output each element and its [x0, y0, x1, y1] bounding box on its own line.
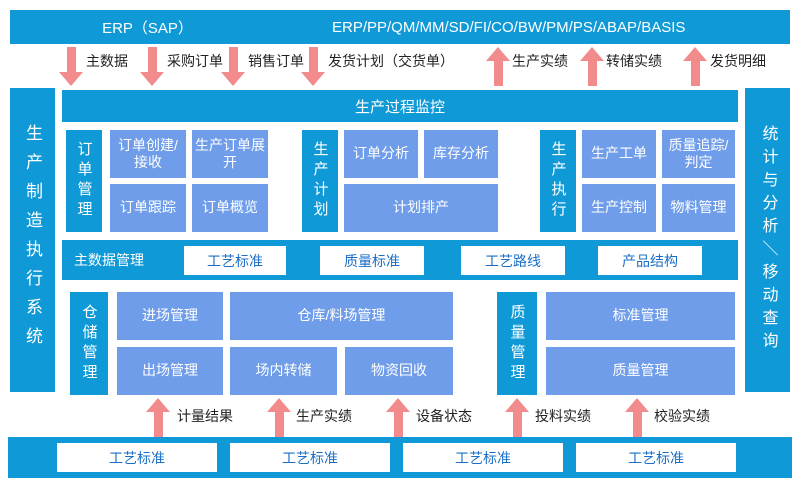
- module-production-order-expand: 生产订单展开: [192, 130, 268, 178]
- master-box-product-structure: 产品结构: [598, 246, 702, 275]
- process-monitor-bar: 生产过程监控: [62, 90, 738, 122]
- module-quality-management: 质量管理: [546, 347, 735, 395]
- flow-label-delivery-plan: 发货计划（交货单）: [328, 53, 454, 69]
- up-arrow-icon: [146, 398, 170, 438]
- master-box-process-route: 工艺路线: [461, 246, 565, 275]
- bottom-box-process-standard-3: 工艺标准: [403, 443, 563, 472]
- erp-sap-label: ERP（SAP）: [102, 19, 193, 37]
- up-arrow-icon: [486, 47, 510, 86]
- left-sidebar-label: 生产制造执行系统: [23, 124, 42, 356]
- right-sidebar-label: 统计与分析＼移动查询: [759, 125, 777, 355]
- flow-label-measurement-results: 计量结果: [177, 408, 233, 424]
- module-material-management: 物料管理: [662, 184, 735, 232]
- up-arrow-icon: [683, 47, 707, 86]
- down-arrow-icon: [301, 47, 325, 86]
- right-sidebar-statistics: 统计与分析＼移动查询: [745, 88, 790, 392]
- module-entry-management: 进场管理: [117, 292, 223, 340]
- module-quality-trace-judge: 质量追踪/判定: [662, 130, 735, 178]
- master-box-quality-standard: 质量标准: [320, 246, 424, 275]
- module-inventory-analysis: 库存分析: [424, 130, 498, 178]
- bottom-strip: 工艺标准 工艺标准 工艺标准 工艺标准: [8, 437, 792, 478]
- module-order-tracking: 订单跟踪: [110, 184, 186, 232]
- group-label-order-management: 订单管理: [66, 130, 102, 232]
- down-arrow-icon: [221, 47, 245, 86]
- group-label-warehouse-management: 仓储管理: [70, 292, 108, 395]
- flow-label-calibration-results: 校验实绩: [654, 408, 710, 424]
- module-order-create-receive: 订单创建/接收: [110, 130, 186, 178]
- up-arrow-icon: [505, 398, 529, 438]
- up-arrow-icon: [267, 398, 291, 438]
- module-exit-management: 出场管理: [117, 347, 223, 395]
- bottom-box-process-standard-1: 工艺标准: [57, 443, 217, 472]
- module-warehouse-yard-management: 仓库/料场管理: [230, 292, 453, 340]
- down-arrow-icon: [59, 47, 83, 86]
- flow-label-equipment-status: 设备状态: [416, 408, 472, 424]
- bottom-box-process-standard-4: 工艺标准: [576, 443, 736, 472]
- module-production-control: 生产控制: [582, 184, 656, 232]
- module-material-recycling: 物资回收: [345, 347, 453, 395]
- flow-label-transfer-results: 转储实绩: [606, 53, 662, 69]
- flow-label-shipping-details: 发货明细: [710, 53, 766, 69]
- flow-label-feeding-results: 投料实绩: [535, 408, 591, 424]
- group-label-quality-management: 质量管理: [497, 292, 537, 395]
- master-data-strip: 主数据管理 工艺标准 质量标准 工艺路线 产品结构: [62, 240, 738, 280]
- down-arrow-icon: [140, 47, 164, 86]
- flow-label-master-data: 主数据: [86, 53, 128, 69]
- up-arrow-icon: [580, 47, 604, 86]
- module-order-overview: 订单概览: [192, 184, 268, 232]
- module-plan-scheduling: 计划排产: [344, 184, 498, 232]
- group-label-production-execution: 生产执行: [540, 130, 576, 232]
- master-data-label: 主数据管理: [74, 252, 144, 268]
- erp-modules-label: ERP/PP/QM/MM/SD/FI/CO/BW/PM/PS/ABAP/BASI…: [332, 18, 686, 36]
- flow-label-production-results: 生产实绩: [296, 408, 352, 424]
- up-arrow-icon: [386, 398, 410, 438]
- flow-label-production-results: 生产实绩: [512, 53, 568, 69]
- up-arrow-icon: [625, 398, 649, 438]
- flow-label-sales-order: 销售订单: [248, 53, 304, 69]
- module-internal-transfer: 场内转储: [230, 347, 337, 395]
- left-sidebar-mes: 生产制造执行系统: [10, 88, 55, 392]
- group-label-production-planning: 生产计划: [302, 130, 338, 232]
- module-order-analysis: 订单分析: [344, 130, 418, 178]
- module-standard-management: 标准管理: [546, 292, 735, 340]
- module-production-work-order: 生产工单: [582, 130, 656, 178]
- erp-top-bar: ERP（SAP） ERP/PP/QM/MM/SD/FI/CO/BW/PM/PS/…: [10, 10, 790, 44]
- process-monitor-label: 生产过程监控: [354, 98, 445, 116]
- bottom-box-process-standard-2: 工艺标准: [230, 443, 390, 472]
- master-box-process-standard: 工艺标准: [184, 246, 286, 275]
- flow-label-purchase-order: 采购订单: [167, 53, 223, 69]
